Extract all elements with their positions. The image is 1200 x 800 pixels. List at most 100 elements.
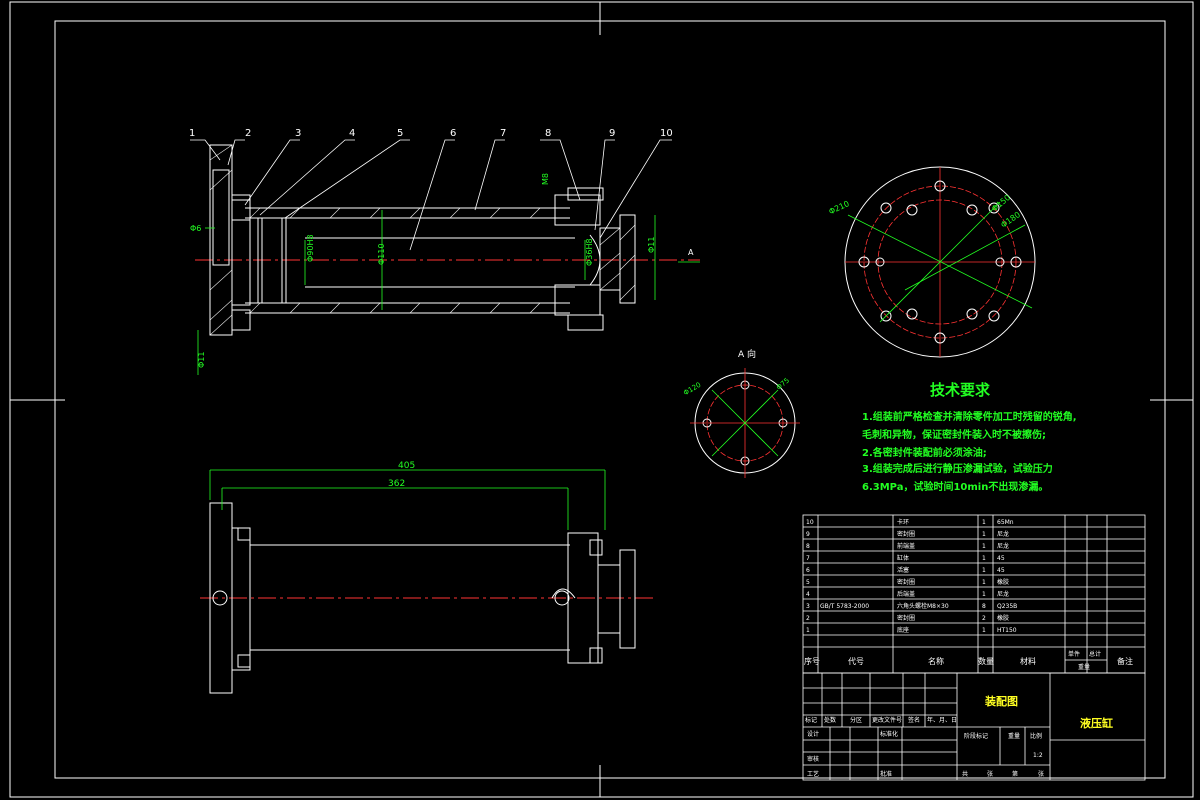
part-row-name: 密封圈 [897,578,915,586]
part-row-no: 8 [806,543,810,550]
tech-req-line-4: 3.组装完成后进行静压渗漏试验，试验压力 [862,462,1053,475]
tech-req-line-5: 6.3MPa，试验时间10min不出现渗漏。 [862,480,1048,493]
part-row-qty: 1 [982,567,986,574]
tech-req-line-2: 毛刺和异物，保证密封件装入时不被擦伤; [862,428,1046,441]
part-row-qty: 1 [982,579,986,586]
tb-sheets-total: 共 [962,770,968,778]
dim-d1: Φ6 [190,224,201,233]
front-section-view [190,139,700,375]
tb-weight: 重量 [1008,732,1020,740]
part-row-qty: 1 [982,591,986,598]
part-row-mat: Q235B [997,603,1017,610]
part-row-name: 活塞 [897,566,909,574]
part-row-qty: 2 [982,615,986,622]
part-row-name: 后端盖 [897,590,915,598]
drawing-name: 装配图 [984,694,1018,708]
dim-inner-length: 362 [388,479,405,489]
tb-review: 审核 [807,755,819,763]
title-block: 装配图 液压缸 标记 处数 分区 更改文件号 签名 年、月、日 设计 标准化 审… [802,672,1146,781]
part-no-9: 9 [609,128,615,139]
part-row-no: 4 [806,591,810,598]
tb-sheets-unit-2: 张 [1038,770,1044,778]
flange-dim-1: Φ210 [827,199,850,216]
dim-d6: Φ11 [647,237,656,253]
part-row-mat: HT150 [997,627,1017,634]
header-code: 代号 [848,656,864,666]
part-number-labels: 1 2 3 4 5 6 7 8 9 10 [189,128,673,139]
dim-d2: Φ11 [197,352,206,368]
part-row-name: 密封圈 [897,614,915,622]
flange-dim-2: Φ150 [990,193,1012,214]
part-name: 液压缸 [1080,716,1113,730]
part-row-mat: 45 [997,567,1005,574]
part-row-qty: 1 [982,627,986,634]
part-no-2: 2 [245,128,251,139]
view-a-dim-1: Φ120 [682,381,702,397]
part-row-mat: 45 [997,555,1005,562]
dim-overall-length: 405 [398,461,415,471]
tb-label-change-doc: 更改文件号 [872,716,902,724]
header-single: 单件 [1068,650,1080,658]
part-no-10: 10 [660,128,673,139]
part-row-qty: 8 [982,603,986,610]
tb-label-signature: 签名 [908,716,920,724]
part-row-code: GB/T 5783-2000 [820,603,869,610]
part-row-no: 10 [806,519,814,526]
dim-d7: M8 [541,173,550,185]
part-row-no: 2 [806,615,810,622]
view-arrow-a: A [688,248,694,257]
part-row-qty: 1 [982,531,986,538]
tb-process: 工艺 [807,770,819,778]
view-a-title: A 向 [738,348,756,360]
tb-scale-label: 比例 [1030,732,1042,740]
tb-label-mark: 标记 [805,716,817,724]
part-no-3: 3 [295,128,301,139]
front-view-dimensions: Φ6 Φ11 Φ90H8 Φ110 Φ36H8 Φ11 M8 A [190,173,694,368]
dim-d4: Φ110 [377,243,386,265]
view-a-dim-2: Φ75 [775,376,791,391]
part-row-qty: 1 [982,519,986,526]
tech-req-line-1: 1.组装前严格检查并清除零件加工时残留的锐角, [862,410,1077,423]
tb-label-zone: 分区 [850,716,862,724]
sheet-border [9,1,1194,798]
part-row-name: 卡环 [897,518,909,526]
tech-req-line-3: 2.各密封件装配前必须涂油; [862,446,987,459]
part-row-no: 3 [806,603,810,610]
part-no-5: 5 [397,128,403,139]
part-row-no: 7 [806,555,810,562]
part-row-qty: 1 [982,543,986,550]
bottom-plan-view: 405 362 [200,461,655,694]
part-row-no: 5 [806,579,810,586]
part-row-name: 缸体 [897,554,909,562]
dim-d3: Φ90H8 [306,234,315,262]
part-row-mat: 尼龙 [997,590,1009,598]
header-name: 名称 [928,656,944,666]
part-no-8: 8 [545,128,551,139]
part-row-name: 密封圈 [897,530,915,538]
tb-standardize: 标准化 [880,730,898,738]
part-row-no: 6 [806,567,810,574]
tb-label-count: 处数 [824,716,836,724]
view-a: A 向 Φ120 Φ75 [682,348,800,478]
tb-sheets-unit-1: 张 [987,770,993,778]
tb-scale: 1:2 [1033,752,1043,759]
part-row-name: 前端盖 [897,542,915,550]
part-row-no: 9 [806,531,810,538]
part-row-mat: 尼龙 [997,530,1009,538]
part-no-6: 6 [450,128,456,139]
part-no-1: 1 [189,128,195,139]
parts-list-table: 10 卡环 1 65Mn 9 密封圈 1 尼龙 8 前端盖 1 尼龙 7 缸体 … [802,514,1146,674]
part-row-mat: 65Mn [997,519,1014,526]
part-row-no: 1 [806,627,810,634]
part-row-mat: 橡胶 [997,578,1009,586]
part-row-mat: 尼龙 [997,542,1009,550]
part-row-qty: 1 [982,555,986,562]
part-row-name: 底座 [897,626,909,634]
part-row-name: 六角头螺栓M8×30 [897,602,949,610]
tb-sheets-no: 第 [1012,770,1018,778]
header-mat: 材料 [1020,656,1036,666]
flange-dim-3: Φ180 [999,210,1022,230]
tb-label-date: 年、月、日 [927,716,957,724]
header-weight: 重量 [1078,663,1090,671]
